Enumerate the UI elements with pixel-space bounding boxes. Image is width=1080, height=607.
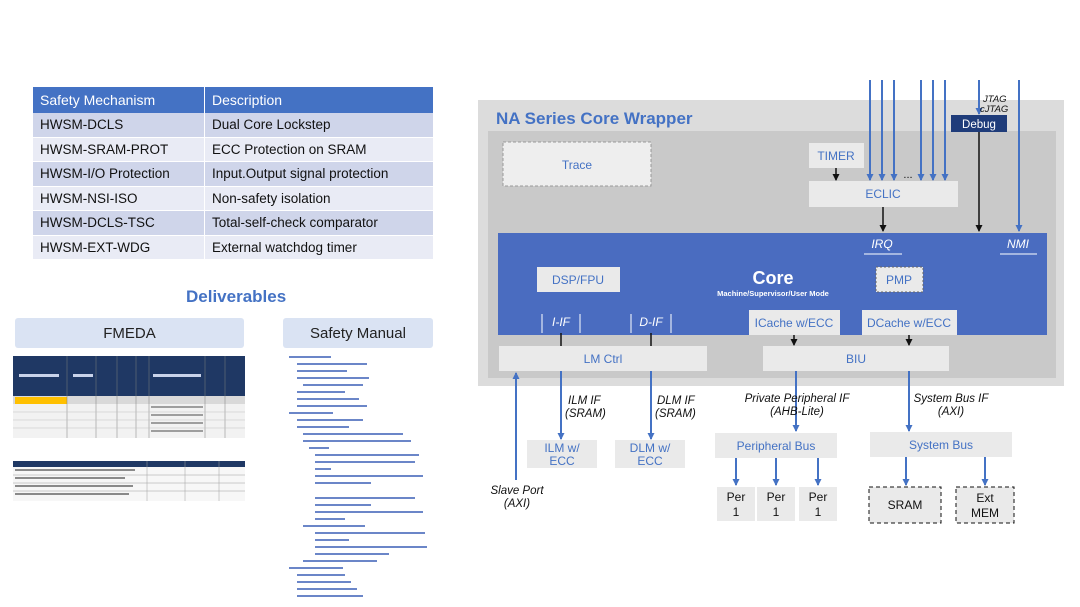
table-cell: Dual Core Lockstep [204, 113, 434, 138]
peripheral-bus-label: Peripheral Bus [737, 439, 816, 453]
ilm-if-label-1: ILM IF [568, 395, 602, 407]
dcache-box [862, 310, 957, 335]
slave-port-label-1: Slave Port [490, 485, 544, 497]
table-cell: HWSM-DCLS [33, 113, 205, 138]
icache-box [749, 310, 840, 335]
eclic-box [809, 181, 958, 207]
pmp-box [875, 266, 924, 293]
peripheral-box [717, 487, 755, 521]
deliverables-title: Deliverables [186, 287, 287, 306]
ext-mem-label-2: MEM [971, 506, 999, 520]
cjtag-label: cJTAG [980, 104, 1008, 115]
peripheral-box [757, 487, 795, 521]
peripheral-bus-box [715, 433, 837, 458]
system-bus-label: System Bus [909, 438, 973, 452]
dsp-fpu-box [537, 267, 620, 292]
debug-label: Debug [962, 119, 996, 131]
peripheral-number: 1 [773, 505, 780, 519]
dcache-label: DCache w/ECC [867, 316, 951, 330]
ext-mem-label-1: Ext [976, 491, 994, 505]
ext-mem-box [955, 486, 1015, 524]
table-cell: HWSM-SRAM-PROT [33, 137, 205, 162]
system-bus-box [870, 432, 1012, 457]
ilm-ecc-box [527, 440, 597, 468]
table-cell: Non-safety isolation [204, 186, 434, 211]
ilm-ecc-label-2: ECC [549, 454, 575, 468]
dsp-fpu-label: DSP/FPU [552, 273, 604, 287]
dlm-ecc-box [615, 440, 685, 468]
biu-box [763, 346, 949, 371]
peripheral-number: 1 [815, 505, 822, 519]
ppif-label-1: Private Peripheral IF [745, 393, 851, 405]
ppif-label-2: (AHB-Lite) [770, 406, 824, 418]
dlm-if-label-1: DLM IF [657, 395, 696, 407]
peripheral-label: Per [727, 490, 746, 504]
trace-label: Trace [562, 158, 593, 172]
jtag-label: JTAG [982, 94, 1007, 105]
table-cell: External watchdog timer [204, 235, 434, 260]
sram-box [868, 486, 942, 524]
table-cell: ECC Protection on SRAM [204, 137, 434, 162]
lm-ctrl-box [499, 346, 707, 371]
icache-label: ICache w/ECC [755, 316, 834, 330]
timer-box [809, 143, 864, 168]
d-if-label: D-IF [639, 315, 663, 329]
eclic-label: ECLIC [865, 187, 901, 201]
trace-box [502, 141, 652, 187]
ilm-if-label-2: (SRAM) [565, 408, 606, 420]
fmeda-spreadsheet-image [13, 356, 245, 438]
fmeda-label: FMEDA [15, 318, 244, 348]
safety-manual-toc-image [289, 356, 427, 597]
peripheral-label: Per [767, 490, 786, 504]
table-cell: HWSM-EXT-WDG [33, 235, 205, 260]
sysbus-if-label-2: (AXI) [938, 406, 964, 418]
i-if-label: I-IF [552, 315, 571, 329]
safety-manual-label: Safety Manual [283, 318, 433, 348]
safety-requirements-image [13, 461, 245, 501]
lm-ctrl-label: LM Ctrl [584, 352, 623, 366]
irq-label: IRQ [871, 237, 892, 251]
wrapper-title: NA Series Core Wrapper [496, 109, 693, 128]
peripheral-label: Per [809, 490, 828, 504]
peripheral-box [799, 487, 837, 521]
sysbus-if-label-1: System Bus IF [914, 393, 990, 405]
table-cell: HWSM-NSI-ISO [33, 186, 205, 211]
timer-label: TIMER [817, 149, 855, 163]
table-cell: HWSM-DCLS-TSC [33, 210, 205, 236]
fmeda-spreadsheet-thumbnail [13, 356, 245, 438]
dlm-ecc-label-1: DLM w/ [630, 441, 671, 455]
safety-requirements-thumbnail [13, 461, 245, 501]
interrupt-ellipsis: ... [903, 169, 912, 181]
table-cell: Input.Output signal protection [204, 161, 434, 187]
slave-port-label-2: (AXI) [504, 498, 530, 510]
table-header-description: Description [204, 87, 434, 113]
dlm-if-label-2: (SRAM) [655, 408, 696, 420]
table-cell: Total-self-check comparator [204, 210, 434, 236]
dlm-ecc-label-2: ECC [637, 454, 663, 468]
biu-label: BIU [846, 352, 866, 366]
core-subtitle: Machine/Supervisor/User Mode [717, 289, 829, 298]
core-title: Core [752, 268, 793, 288]
table-cell: HWSM-I/O Protection [33, 161, 205, 187]
pmp-label: PMP [886, 273, 912, 287]
sram-label: SRAM [888, 498, 923, 512]
nmi-label: NMI [1007, 237, 1030, 251]
peripheral-number: 1 [733, 505, 740, 519]
debug-box [951, 115, 1007, 132]
table-header-mechanism: Safety Mechanism [33, 87, 205, 113]
safety-manual-toc-thumbnail [283, 353, 438, 598]
ilm-ecc-label-1: ILM w/ [544, 441, 580, 455]
table-header-row: Safety Mechanism Description [33, 87, 434, 113]
